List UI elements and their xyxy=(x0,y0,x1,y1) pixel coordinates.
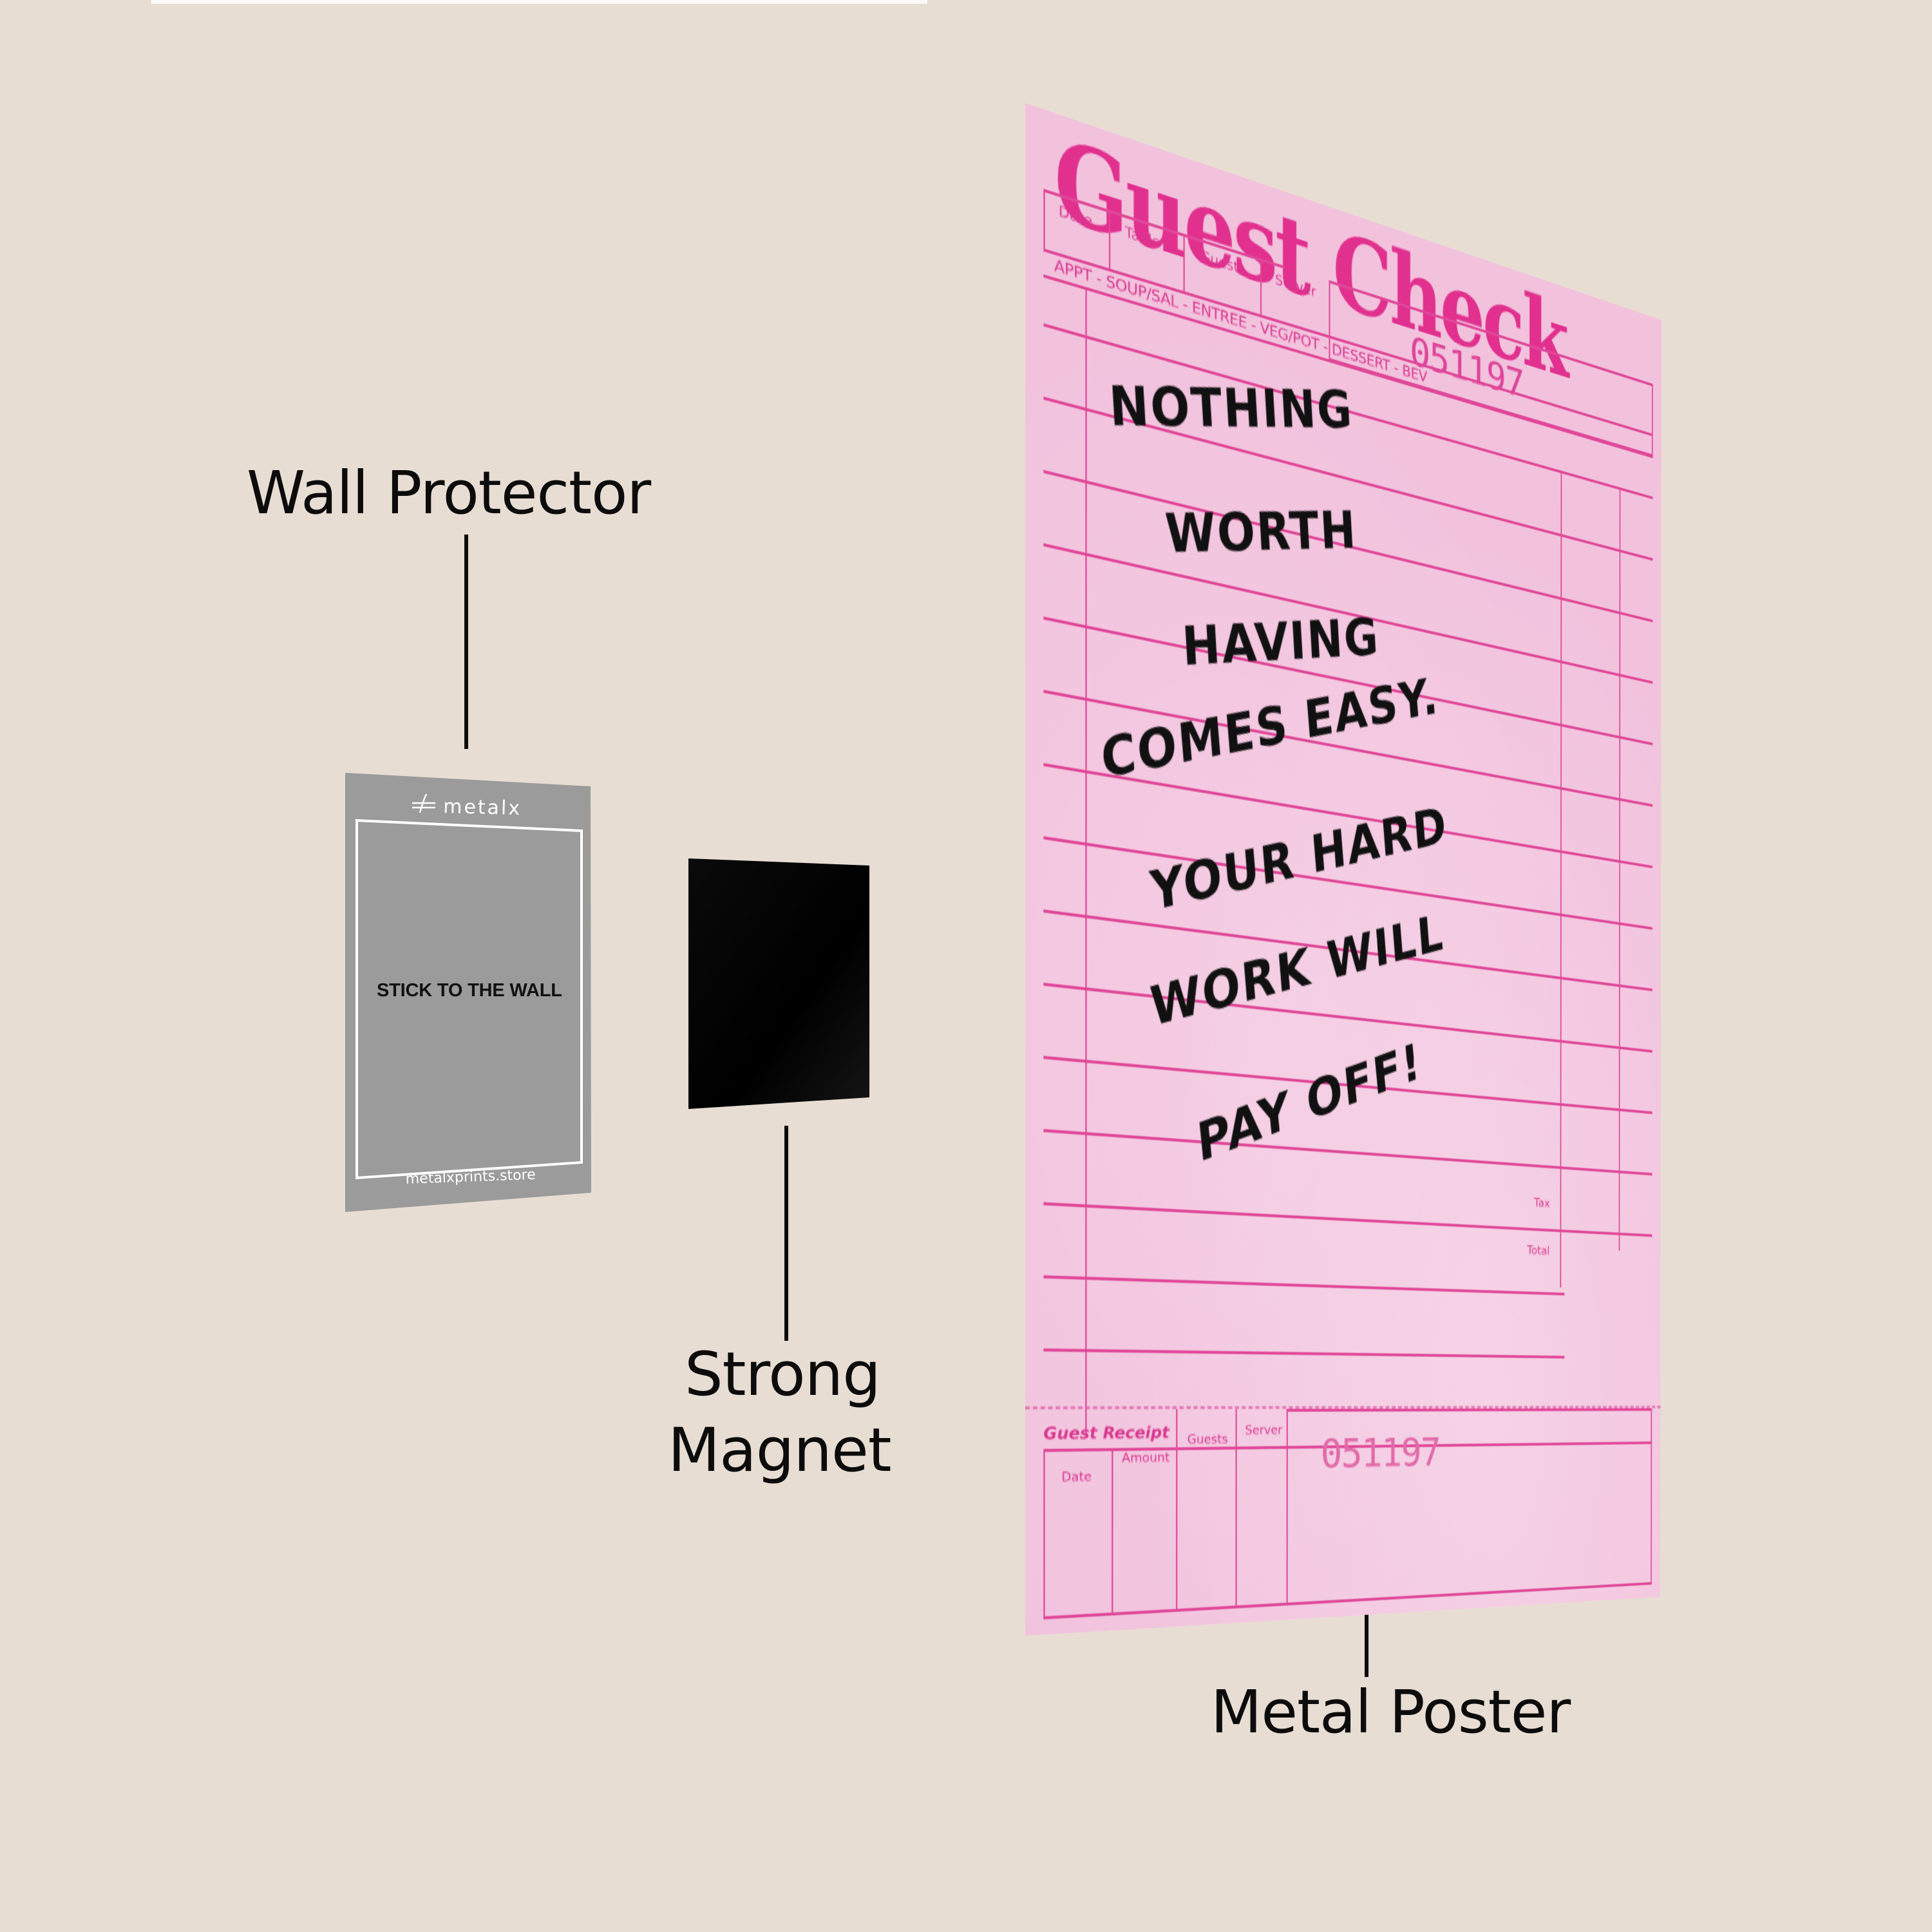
top-white-strip xyxy=(151,0,927,4)
number-box-right xyxy=(1651,383,1653,456)
metal-poster-label: Metal Poster xyxy=(1211,1678,1571,1747)
quote-line-3: HAVING xyxy=(1180,607,1381,678)
metal-poster: Guest Check Date Table Guests Server 051… xyxy=(1025,103,1662,1636)
grid-left-column xyxy=(1085,287,1087,1434)
strong-magnet-leader-line xyxy=(784,1126,788,1341)
total-label: Total xyxy=(1527,1244,1550,1258)
quote-line-2: WORTH xyxy=(1163,500,1359,565)
header-divider-3 xyxy=(1260,258,1262,317)
header-divider-2 xyxy=(1183,233,1185,293)
receipt-amount: Amount xyxy=(1121,1450,1170,1466)
receipt-divider-4 xyxy=(1286,1408,1288,1606)
strong-magnet-label-line2: Magnet xyxy=(668,1416,892,1486)
quote-line-1: NOTHING xyxy=(1107,374,1355,440)
receipt-server: Server xyxy=(1245,1423,1283,1438)
receipt-divider-3 xyxy=(1235,1408,1237,1609)
receipt-divider-1 xyxy=(1112,1448,1113,1616)
receipt-check-number: 051197 xyxy=(1320,1430,1440,1477)
receipt-guests: Guests xyxy=(1187,1432,1228,1448)
tax-label: Tax xyxy=(1533,1196,1550,1211)
receipt-divider-2 xyxy=(1176,1409,1178,1612)
receipt-box-left xyxy=(1043,1448,1045,1620)
header-box-left xyxy=(1043,189,1045,251)
wall-protector-label: Wall Protector xyxy=(247,459,651,527)
wall-protector-leader-line xyxy=(464,535,468,749)
header-divider-1 xyxy=(1108,209,1111,270)
receipt-title: Guest Receipt xyxy=(1043,1423,1170,1444)
receipt-date: Date xyxy=(1061,1469,1092,1486)
receipt-number-right xyxy=(1651,1408,1653,1585)
strong-magnet-label-line1: Strong xyxy=(685,1340,881,1410)
